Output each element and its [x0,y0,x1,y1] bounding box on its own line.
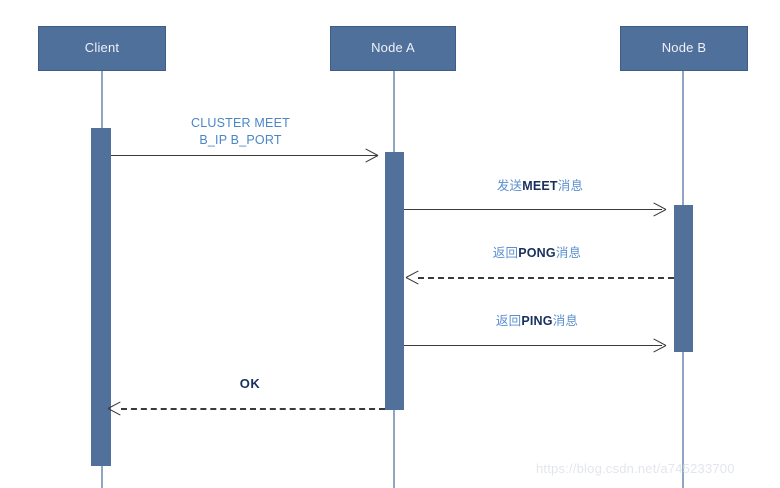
participant-client-label: Client [84,40,120,56]
message-label-m2-keyword: MEET [522,179,558,193]
message-line-m3 [418,277,674,279]
activation-bar-node-a [385,152,404,410]
message-line-m1 [111,155,378,156]
message-label-m2: 发送MEET消息 [440,178,640,195]
participant-client[interactable]: Client [38,26,166,71]
participant-node-a[interactable]: Node A [330,26,456,71]
message-label-m1-text: CLUSTER MEET B_IP B_PORT [191,116,290,147]
message-label-m3-keyword: PONG [518,246,556,260]
message-label-m5: OK [180,375,320,393]
activation-bar-client [91,128,111,466]
participant-node-a-label: Node A [371,40,415,56]
message-label-m2-suffix: 消息 [557,179,584,193]
message-label-m4: 返回PING消息 [437,313,637,330]
activation-bar-node-b [674,205,693,352]
participant-node-b-label: Node B [661,40,707,56]
message-line-m2 [404,209,662,210]
message-label-m4-suffix: 消息 [552,314,579,328]
message-line-m4 [404,345,662,346]
message-label-m4-keyword: PING [521,314,553,328]
message-label-m2-prefix: 发送 [496,179,523,193]
message-line-m5 [121,408,385,410]
watermark-text: https://blog.csdn.net/a745233700 [536,461,735,476]
message-label-m4-prefix: 返回 [495,314,522,328]
participant-node-b[interactable]: Node B [620,26,748,71]
message-label-m3-suffix: 消息 [555,246,582,260]
watermark: https://blog.csdn.net/a745233700 [536,461,735,476]
message-label-m5-text: OK [239,376,261,391]
message-label-m3: 返回PONG消息 [437,245,637,262]
message-label-m1: CLUSTER MEET B_IP B_PORT [163,115,318,149]
message-label-m3-prefix: 返回 [492,246,519,260]
